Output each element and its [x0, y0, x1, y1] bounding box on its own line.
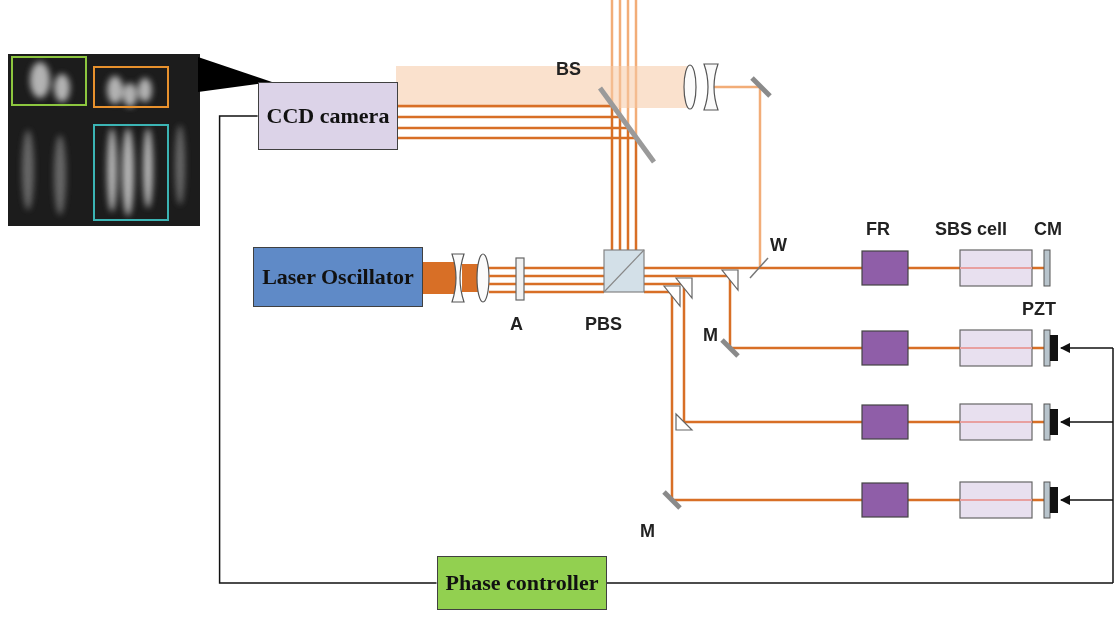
polarizing-beam-splitter: [604, 250, 644, 292]
part-label: BS: [556, 60, 581, 80]
sbs-cells: [960, 250, 1032, 518]
part-label: M: [640, 522, 655, 542]
prism: [664, 270, 738, 430]
reference-path: [712, 87, 760, 268]
part-label: M: [703, 326, 718, 346]
conjugate-mirror: [1044, 250, 1050, 518]
mirror: [722, 340, 738, 356]
part-label: PZT: [1022, 300, 1056, 320]
signal-beams: [396, 106, 636, 250]
pzt: [1050, 335, 1058, 513]
lens: [477, 254, 489, 302]
part-label: SBS cell: [935, 220, 1007, 240]
part-label: FR: [866, 220, 890, 240]
lens: [684, 65, 696, 109]
wedge: [750, 258, 768, 278]
part-label: CM: [1034, 220, 1062, 240]
camera-box: CCD camera: [258, 82, 399, 150]
control-lines: [595, 348, 1113, 583]
controller-box: Phase controller: [437, 556, 608, 610]
part-label: PBS: [585, 315, 622, 335]
lens: [452, 254, 464, 302]
sbs-beam: [960, 268, 1032, 500]
part-label: A: [510, 315, 523, 335]
beamlets: [489, 268, 1044, 500]
faraday-rotators: [862, 251, 908, 517]
laser-box: Laser Oscillator: [253, 247, 423, 307]
beam-splitter: [600, 88, 654, 162]
mirror: [664, 492, 680, 508]
reference-beam: [396, 66, 688, 108]
part-label: W: [770, 236, 787, 256]
aperture-plate: [516, 258, 524, 300]
mirror: [752, 78, 770, 96]
lens: [704, 64, 718, 110]
box-label: CCD camera: [267, 104, 390, 128]
camera-image: [8, 54, 200, 226]
box-label: Phase controller: [446, 571, 599, 595]
signal-wire: [220, 116, 437, 583]
box-label: Laser Oscillator: [262, 265, 414, 289]
